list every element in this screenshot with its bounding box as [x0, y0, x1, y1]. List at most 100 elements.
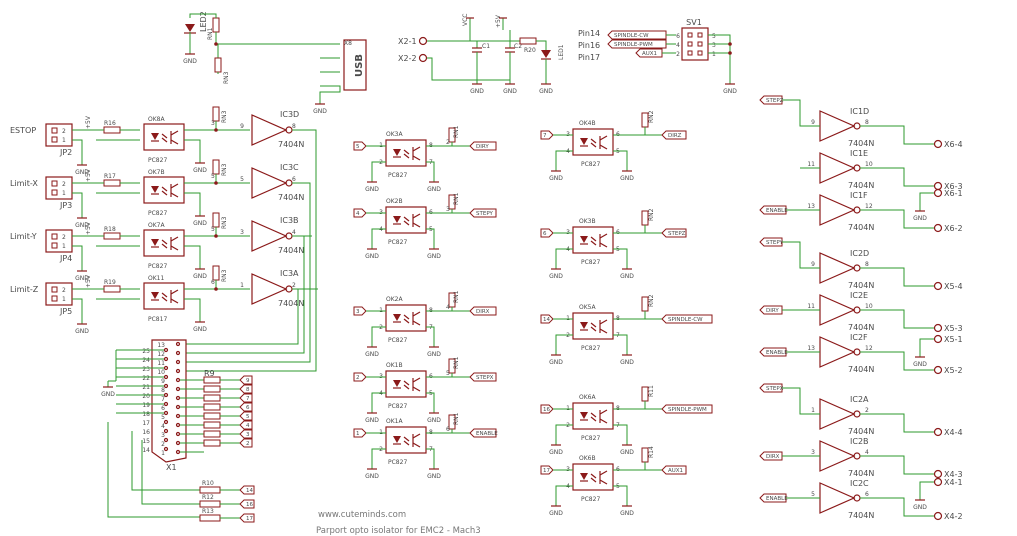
net-flag	[239, 429, 253, 439]
pin-number: 6	[676, 33, 680, 40]
wire	[426, 161, 435, 176]
pin-number: 8	[865, 119, 869, 126]
resistor	[103, 126, 121, 134]
wire	[613, 424, 628, 439]
gnd-label: GND	[427, 417, 441, 424]
db25-pin	[163, 365, 169, 371]
net-label: 2	[353, 372, 367, 382]
pin-number: 7	[161, 396, 165, 403]
net-name: 3	[356, 309, 360, 315]
wire	[371, 392, 386, 407]
net-name: DIRX	[766, 454, 780, 460]
net-flag	[469, 428, 497, 438]
opto-outline	[572, 402, 614, 430]
pin14-label: Pin14	[578, 29, 600, 38]
db25-pin	[163, 446, 169, 452]
gnd-label: GND	[427, 351, 441, 358]
terminal-pad	[933, 188, 943, 198]
db25-pin	[175, 359, 181, 365]
wire	[72, 298, 83, 318]
net-flag	[239, 411, 253, 421]
wire	[426, 228, 435, 243]
pin-number: 2	[161, 441, 165, 448]
db25-pin	[163, 419, 169, 425]
wire	[184, 245, 201, 263]
pin-number: 2	[676, 51, 680, 58]
wire	[107, 422, 200, 518]
resistor	[203, 430, 221, 438]
pin-number: 5	[446, 370, 450, 377]
net-flag	[540, 465, 554, 475]
header-pin	[51, 127, 58, 134]
pin-number: 3	[211, 120, 215, 127]
vcc-label: VCC	[462, 14, 469, 26]
opto-part: PC827	[148, 263, 167, 270]
opto-part: PC827	[581, 345, 600, 352]
net-label: 4	[239, 420, 253, 430]
led-icon	[151, 186, 159, 193]
rn-label: RN1	[453, 192, 460, 205]
header-pin	[697, 32, 703, 38]
db25-pin	[163, 347, 169, 353]
net-name: 16	[543, 407, 550, 413]
ic-ref: IC2E	[850, 291, 868, 300]
opto-part: PC827	[581, 435, 600, 442]
resistor	[199, 514, 221, 522]
wire	[412, 320, 421, 326]
net-label: 9	[239, 375, 253, 385]
net-label: STEPZ	[661, 228, 687, 238]
wire	[170, 192, 179, 198]
wire	[412, 222, 421, 228]
pin-number: 8	[292, 123, 296, 130]
wire	[412, 311, 421, 317]
wire	[186, 288, 318, 345]
inverter-body	[819, 152, 856, 184]
resistor	[212, 159, 220, 175]
input-bus	[186, 129, 318, 372]
pin-number: 3	[161, 432, 165, 439]
credit-site: www.cuteminds.com	[318, 510, 406, 520]
terminal-pad	[933, 427, 943, 437]
gnd-symbol: GND	[75, 265, 89, 282]
gnd-symbol: GND	[539, 78, 553, 95]
net-label: SPINDLE-CW	[607, 30, 667, 40]
ic-ref: IC3B	[280, 216, 299, 225]
terminal-pad	[418, 36, 428, 46]
db25-pin	[175, 350, 181, 356]
gnd-symbol: GND	[365, 463, 379, 480]
jumper-label: JP5	[59, 307, 72, 316]
pin-number: 24	[142, 357, 150, 364]
pin-number: 6	[161, 405, 165, 412]
junction	[728, 42, 732, 46]
ic-ref: IC1D	[850, 107, 869, 116]
gnd-label: GND	[365, 186, 379, 193]
wire	[599, 409, 608, 415]
opto-part: PC827	[388, 459, 407, 466]
net-flag	[239, 485, 255, 495]
ic-ref: IC1E	[850, 149, 868, 158]
pin-number: 2	[446, 139, 450, 146]
wire	[412, 386, 421, 392]
ic-ref: IC3D	[280, 110, 299, 119]
opto-ref: OK7B	[148, 169, 165, 176]
net-name: STEPZ	[668, 231, 686, 237]
led1-label: LED1	[558, 44, 565, 60]
pin-number: 15	[142, 438, 150, 445]
connector-label: X6-1	[944, 189, 963, 198]
gnd-label: GND	[75, 222, 89, 229]
net-name: 2	[246, 441, 250, 447]
rn-label: RN2	[648, 294, 655, 307]
net-label: STEPY	[469, 208, 497, 218]
db25-pin	[163, 410, 169, 416]
wire	[412, 433, 421, 439]
pin-number: 4	[161, 423, 165, 430]
net-name: 9	[246, 378, 250, 384]
gnd-symbol: GND	[549, 500, 563, 517]
